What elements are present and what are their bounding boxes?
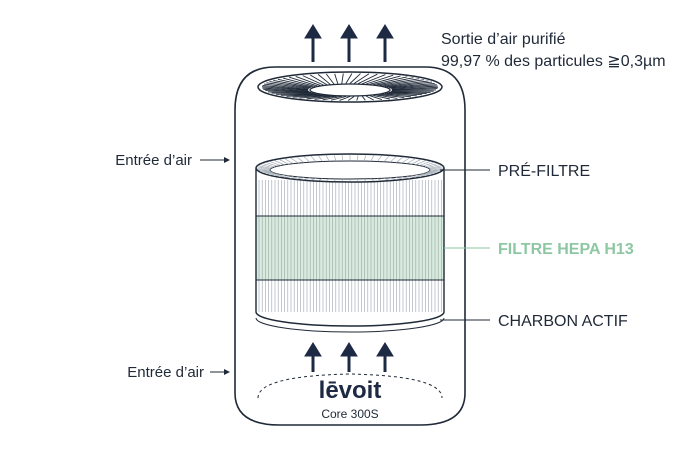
pre-filter-label: PRÉ-FILTRE — [498, 161, 590, 180]
intake-bottom-label: Entrée d’air — [127, 364, 204, 381]
arrow-right-icon — [210, 369, 230, 375]
arrow-up-icon — [340, 342, 358, 372]
outlet-title: Sortie d’air purifié — [441, 31, 566, 48]
brand-logo: lēvoit — [319, 377, 382, 404]
model-name: Core 300S — [321, 407, 378, 421]
carbon-label: CHARBON ACTIF — [498, 313, 628, 330]
arrow-up-icon — [376, 24, 394, 62]
outlet-arrows — [304, 24, 394, 62]
hepa-label: FILTRE HEPA H13 — [498, 241, 634, 258]
outlet-grille — [257, 71, 443, 103]
outlet-detail: 99,97 % des particules ≧0,3µm — [441, 53, 666, 70]
filter-cylinder — [255, 153, 445, 333]
arrow-up-icon — [304, 342, 322, 372]
arrow-up-icon — [304, 24, 322, 62]
intake-arrows — [304, 342, 394, 372]
intake-top-label: Entrée d’air — [115, 152, 192, 169]
arrow-up-icon — [340, 24, 358, 62]
arrow-right-icon — [200, 157, 230, 163]
filter-pleats — [258, 180, 442, 312]
arrow-up-icon — [376, 342, 394, 372]
